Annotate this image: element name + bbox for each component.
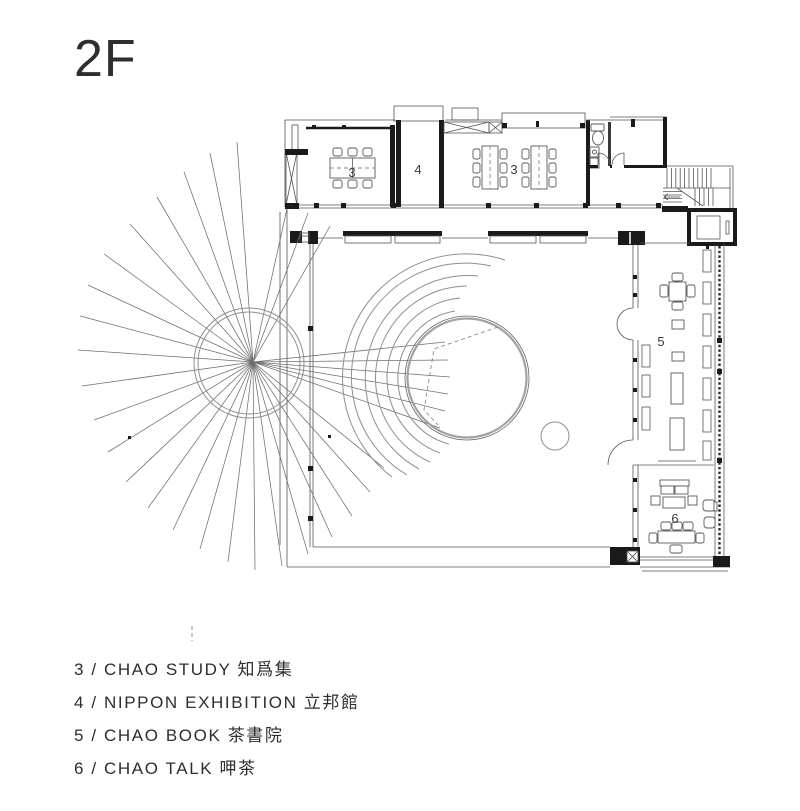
legend-item: 4 / NIPPON EXHIBITION 立邦館 <box>74 693 360 712</box>
large-circle <box>406 317 528 439</box>
column <box>618 231 645 245</box>
reading-table <box>659 272 696 311</box>
conference-table <box>329 147 376 189</box>
facade-mullion-dots <box>314 203 661 208</box>
staircase <box>662 165 734 212</box>
room-label-study-right: 3 <box>510 162 517 177</box>
east-wing: 5 <box>607 231 730 567</box>
braced-wall <box>443 121 503 134</box>
contour-arcs <box>342 253 506 478</box>
room-label-study-left: 3 <box>348 165 355 180</box>
long-table-2 <box>521 145 557 190</box>
room-label-exhibition: 4 <box>414 162 421 177</box>
room-study-left: 3 <box>306 125 395 207</box>
room-label-book: 5 <box>657 334 664 349</box>
shaft-left <box>285 149 308 209</box>
elevator <box>687 208 737 249</box>
bookshelves-right <box>702 249 712 461</box>
terrace-railing <box>290 231 618 244</box>
bookshelves-left <box>641 344 651 431</box>
parapet <box>501 112 586 129</box>
long-table-1 <box>472 145 508 190</box>
north-wing: 3 4 <box>284 105 737 249</box>
sofa <box>659 479 690 495</box>
large-circle-edge <box>404 315 530 441</box>
armchairs <box>702 499 718 529</box>
roof-bump <box>451 107 479 121</box>
dot-mark <box>128 436 131 439</box>
room-book: 5 <box>641 249 712 461</box>
dining-table <box>648 521 705 554</box>
dot-mark <box>328 435 331 438</box>
room-exhibition: 4 <box>393 105 444 207</box>
courtyard <box>279 203 730 572</box>
window-tick <box>631 119 635 127</box>
dashed-guide <box>423 326 499 426</box>
corner-shaft <box>626 550 639 563</box>
legend-item: 3 / CHAO STUDY 知爲集 <box>74 660 294 679</box>
legend-item: 6 / CHAO TALK 呷茶 <box>74 759 257 778</box>
wing-right-wall <box>714 243 725 567</box>
floor-title: 2F <box>74 30 137 88</box>
toilet-room <box>586 116 667 206</box>
legend: 3 / CHAO STUDY 知爲集 4 / NIPPON EXHIBITION… <box>74 660 360 792</box>
legend-item: 5 / CHAO BOOK 茶書院 <box>74 726 284 745</box>
coffee-table <box>662 496 686 509</box>
room-label-talk: 6 <box>671 511 678 526</box>
corner-column <box>713 556 730 567</box>
small-circle <box>540 421 570 451</box>
room-study-right: 3 <box>472 145 557 190</box>
room-talk: 6 <box>638 479 718 561</box>
wing-left-wall <box>607 245 639 558</box>
landscape <box>77 141 570 641</box>
